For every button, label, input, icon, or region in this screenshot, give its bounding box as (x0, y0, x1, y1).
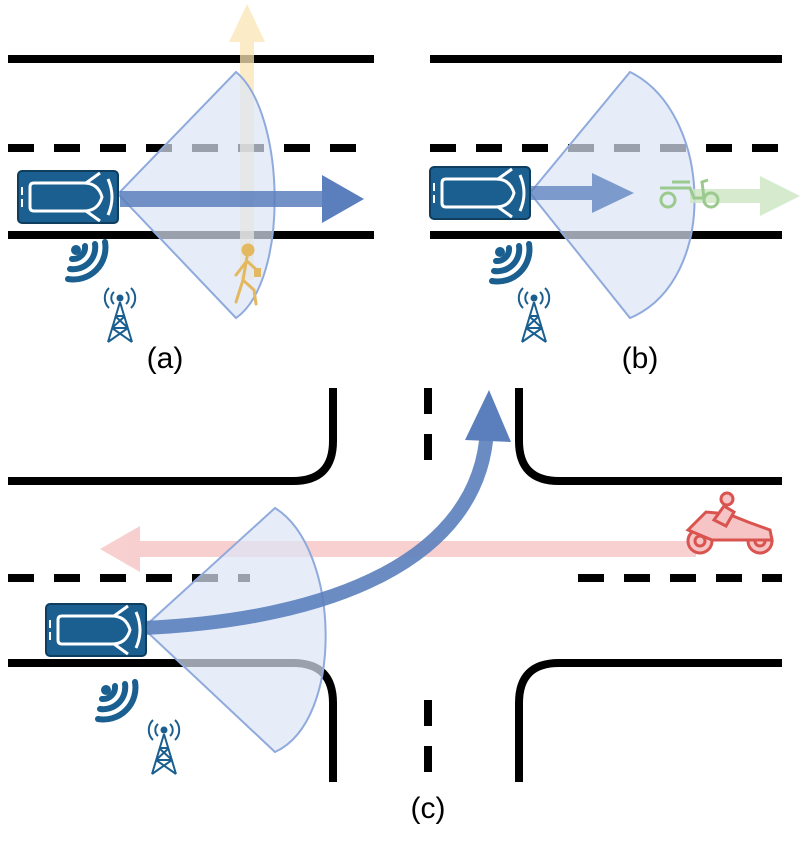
scooter-icon (659, 178, 720, 209)
car-top-view-icon (428, 165, 532, 221)
wireless-signal-icon (68, 242, 105, 279)
road-edge-top-right (515, 388, 782, 485)
radio-tower-icon (103, 287, 137, 343)
panel-b: (b) (428, 55, 800, 375)
sensing-cone (141, 506, 327, 754)
wireless-signal-icon (98, 682, 135, 719)
panel-caption-a: (a) (147, 342, 184, 375)
panel-caption-b: (b) (622, 342, 659, 375)
ego-path-arrow (120, 175, 364, 223)
radio-tower-icon (517, 287, 551, 343)
panel-c: (c) (8, 388, 782, 825)
car-top-view-icon (16, 169, 120, 225)
radio-tower-icon (147, 719, 181, 775)
road-edge-top-left (8, 388, 337, 485)
road-edge-bottom-right (515, 659, 782, 782)
wireless-signal-icon (492, 244, 529, 281)
car-top-view-icon (44, 602, 148, 658)
motorcycle-icon (685, 491, 774, 555)
ego-path-arrow (530, 173, 634, 213)
panel-a: (a) (8, 4, 374, 375)
pedestrian-icon (234, 243, 261, 306)
ego-turn-arrow (142, 390, 511, 635)
panel-caption-c: (c) (411, 792, 446, 825)
